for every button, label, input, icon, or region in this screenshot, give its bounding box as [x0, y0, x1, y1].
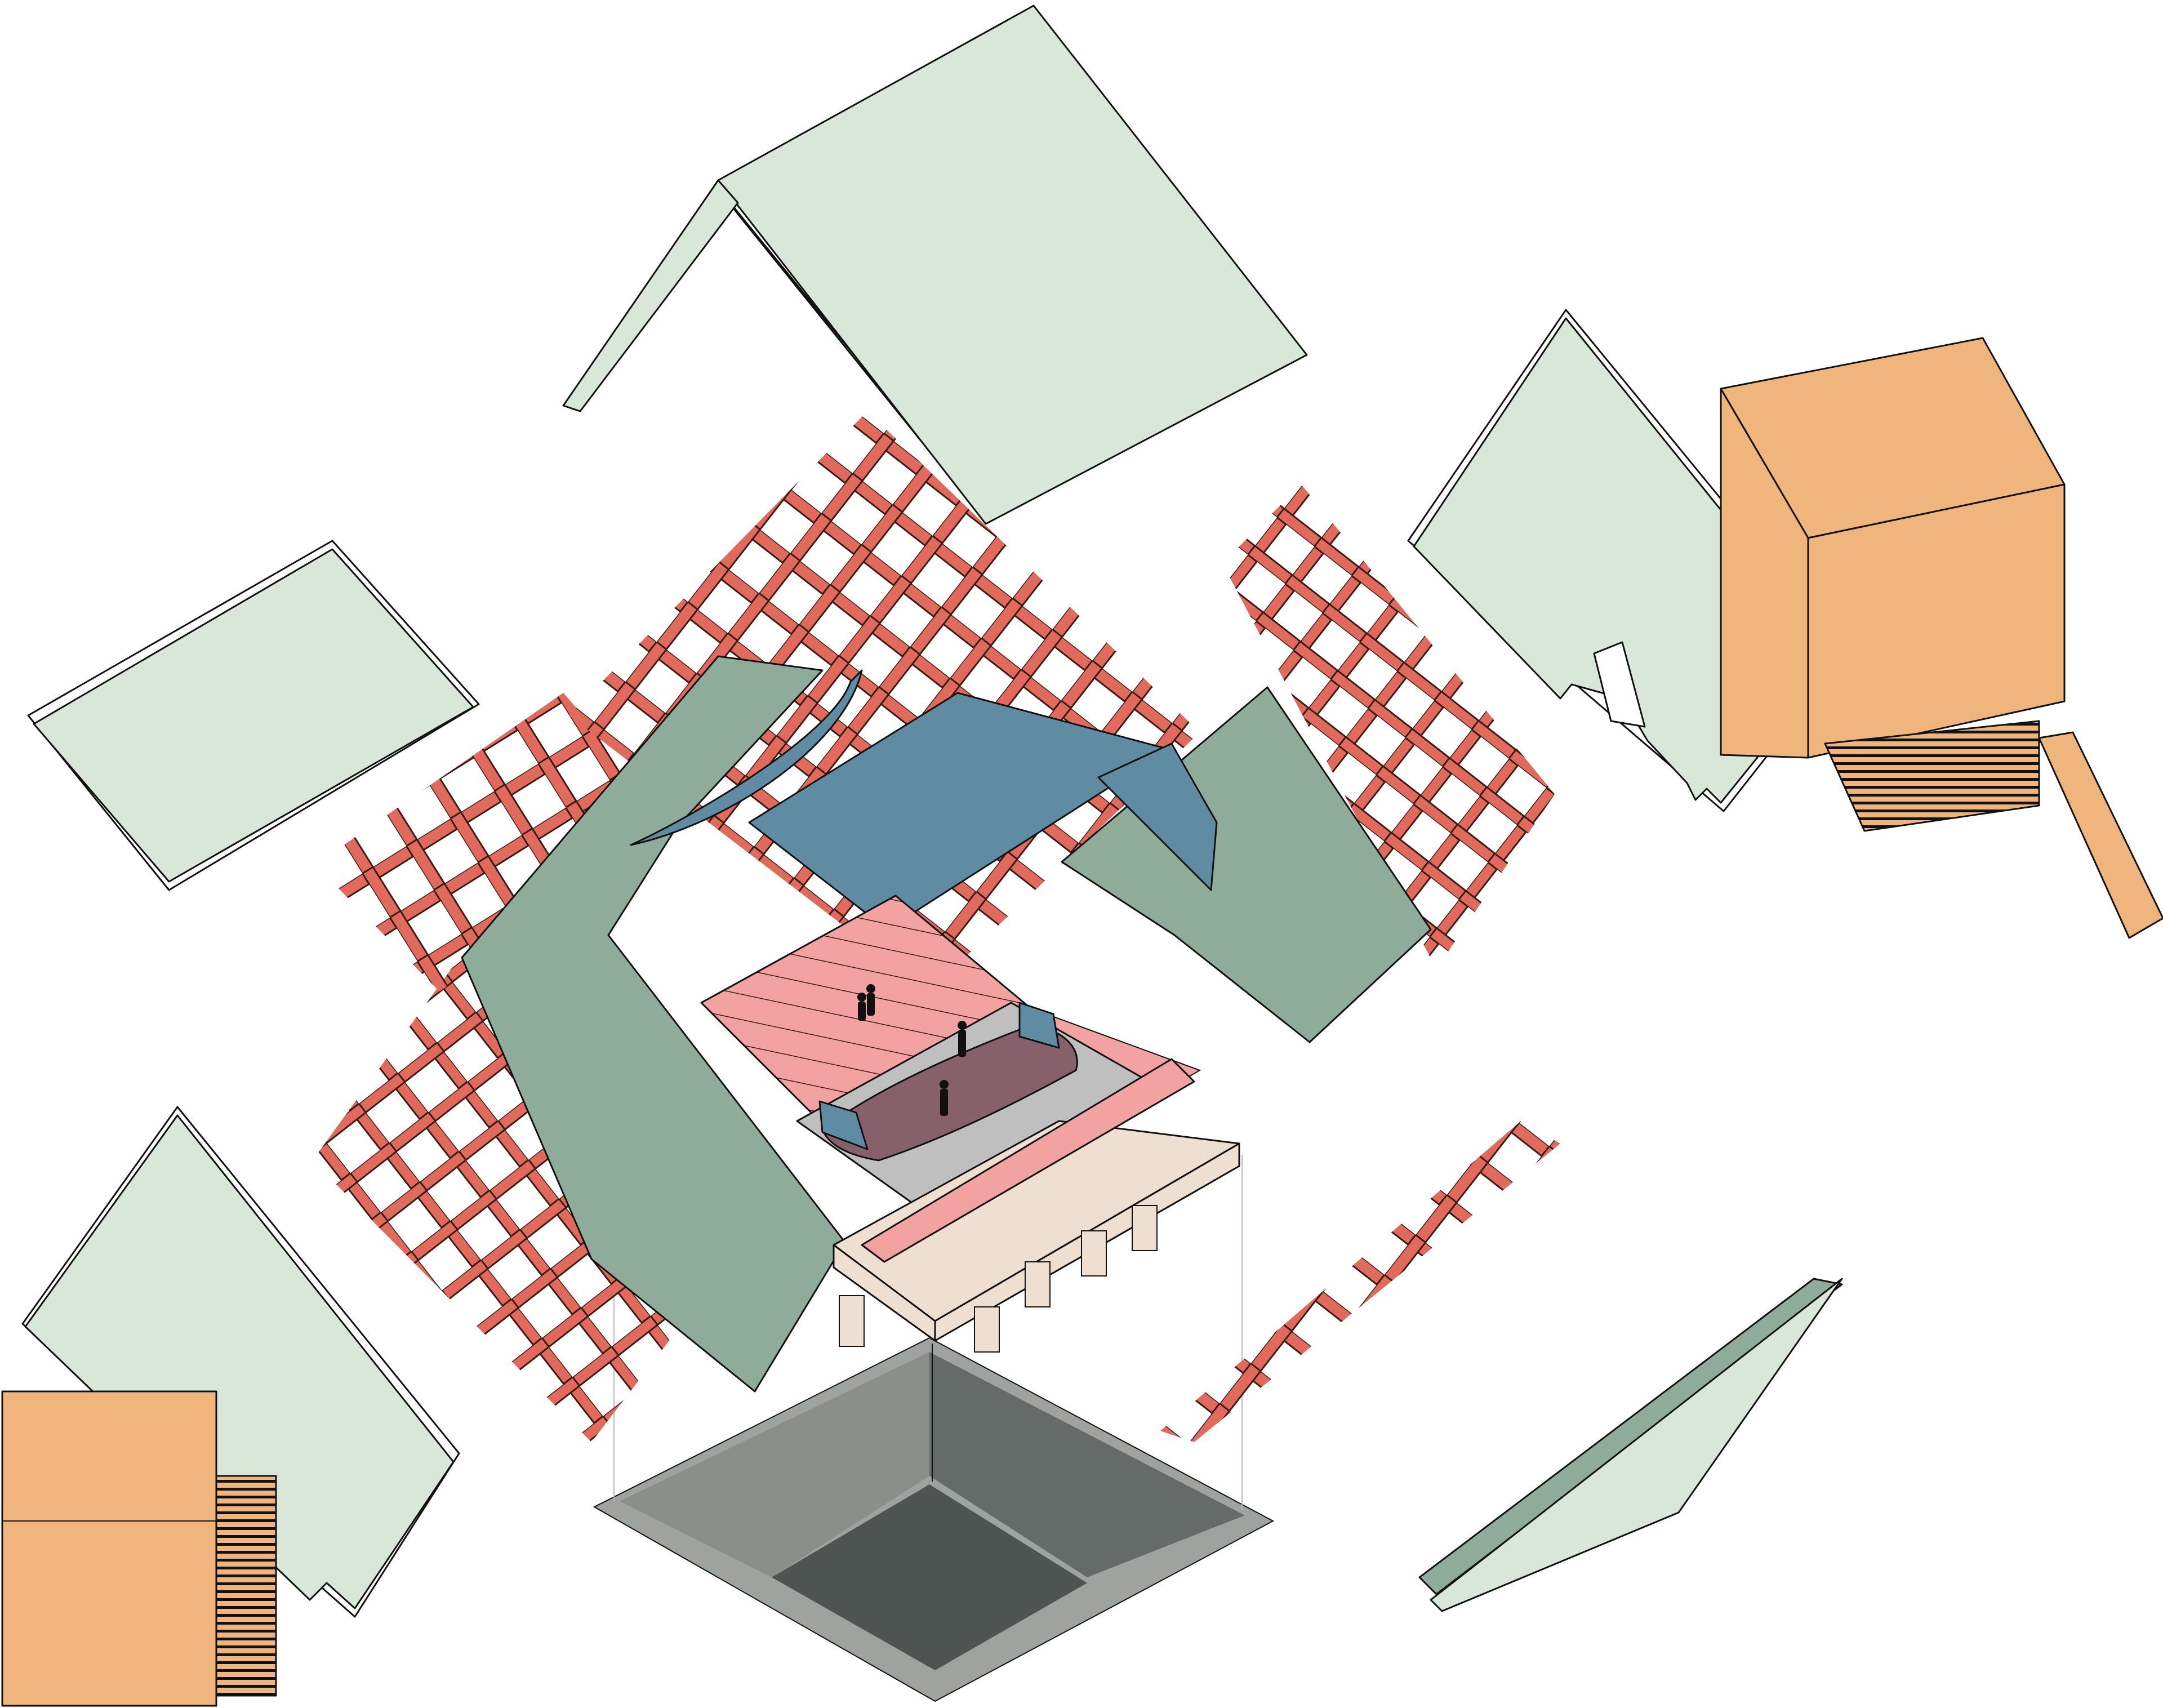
pit-right-wall	[929, 1352, 1245, 1577]
pit	[593, 1132, 1275, 1702]
blue-shell	[630, 669, 1218, 931]
lattice-frame-lower-right	[1160, 1121, 1560, 1442]
roof-panel-top	[562, 5, 1308, 525]
side-panel-lower-right	[1418, 1278, 1843, 1612]
plinth-leg	[974, 1306, 1000, 1353]
timber-box-left	[1, 1390, 277, 1707]
pit-left-wall	[620, 1352, 929, 1577]
roof-panel-left	[27, 540, 480, 891]
window-opening	[1593, 641, 1646, 728]
lattice-frame-upper-left	[315, 693, 682, 991]
side-panel-center-right	[1061, 686, 1432, 1043]
lattice-frame-top	[569, 411, 1200, 991]
plinth-leg	[1132, 1205, 1158, 1251]
figure	[866, 984, 875, 1016]
lattice-frame-right	[1222, 484, 1555, 969]
figure	[940, 1080, 949, 1116]
lattice-frame-lower-left	[313, 946, 721, 1442]
figure	[958, 1021, 967, 1057]
side-panel-lower-left	[21, 1106, 460, 1618]
stage-floor	[818, 1002, 1078, 1162]
pit-floor	[772, 1484, 1087, 1670]
side-panel-center-left	[461, 655, 846, 1393]
figure-group	[857, 984, 967, 1116]
timber-box-right	[1720, 337, 2163, 939]
plinth-leg	[1025, 1261, 1051, 1307]
plinth-leg	[1081, 1230, 1107, 1276]
figure	[857, 993, 866, 1021]
plinth-leg	[839, 1295, 865, 1347]
